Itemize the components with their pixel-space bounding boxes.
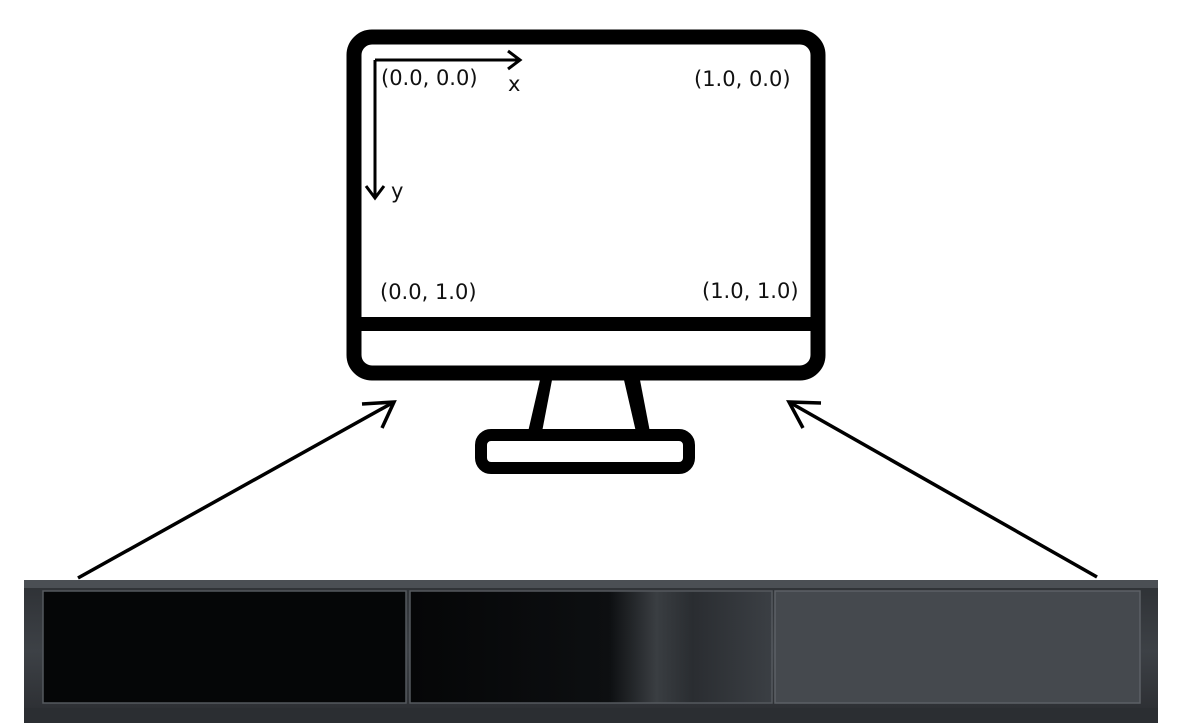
eye-tracker-bar xyxy=(24,580,1158,723)
right-tracking-arrowhead xyxy=(786,400,822,429)
monitor-stand-base xyxy=(475,429,695,474)
corner-labels: (0.0, 0.0) (1.0, 0.0) (0.0, 1.0) (1.0, 1… xyxy=(380,66,799,304)
corner-label-bottom-right: (1.0, 1.0) xyxy=(702,279,799,303)
x-axis-label: x xyxy=(508,72,520,96)
eye-tracker-bottom-edge xyxy=(24,708,1158,723)
corner-label-top-right: (1.0, 0.0) xyxy=(694,67,791,91)
left-tracking-arrowhead xyxy=(361,400,397,429)
tracking-arrows xyxy=(77,400,1098,580)
monitor-neck xyxy=(528,380,552,432)
eye-tracker-panel-middle xyxy=(409,590,773,704)
monitor-neck-right xyxy=(624,380,650,432)
monitor-frame xyxy=(346,29,826,381)
right-tracking-arrow-shaft xyxy=(788,400,1098,579)
eye-tracker-panel-left xyxy=(42,590,407,704)
y-axis-label: y xyxy=(391,179,403,203)
x-axis-arrowhead xyxy=(507,49,523,71)
coordinate-axes: x y xyxy=(364,49,523,203)
eye-tracker-panel-right xyxy=(774,590,1141,704)
corner-label-top-left: (0.0, 0.0) xyxy=(381,66,478,90)
monitor-icon xyxy=(346,29,826,474)
eye-tracker-top-edge xyxy=(24,580,1158,588)
left-tracking-arrow-shaft xyxy=(77,400,395,580)
corner-label-bottom-left: (0.0, 1.0) xyxy=(380,280,477,304)
y-axis-arrowhead xyxy=(364,185,386,201)
